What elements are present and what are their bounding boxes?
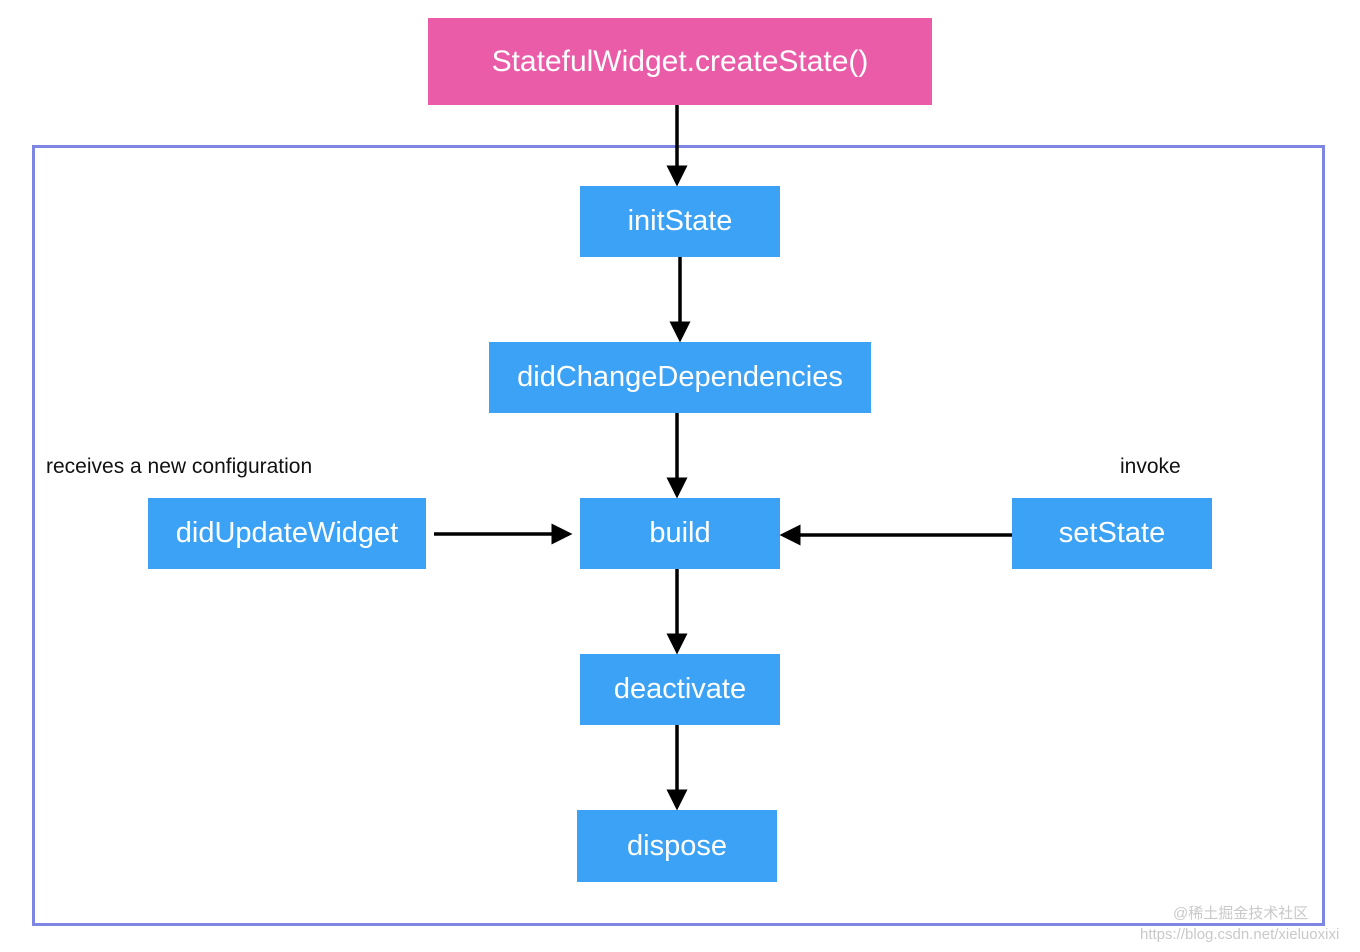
dispose-node: dispose xyxy=(577,810,777,882)
create-state-node: StatefulWidget.createState() xyxy=(428,18,932,105)
did-update-widget-caption: receives a new configuration xyxy=(46,455,313,478)
set-state-caption: invoke xyxy=(1120,455,1181,478)
init-state-node: initState xyxy=(580,186,780,257)
watermark-line-2: https://blog.csdn.net/xieluoxixi xyxy=(1140,926,1340,943)
did-change-dependencies-node: didChangeDependencies xyxy=(489,342,871,413)
watermark-line-1: @稀土掘金技术社区 xyxy=(1173,905,1309,922)
did-update-widget-node: didUpdateWidget xyxy=(148,498,426,569)
set-state-node: setState xyxy=(1012,498,1212,569)
build-node: build xyxy=(580,498,780,569)
deactivate-node: deactivate xyxy=(580,654,780,725)
